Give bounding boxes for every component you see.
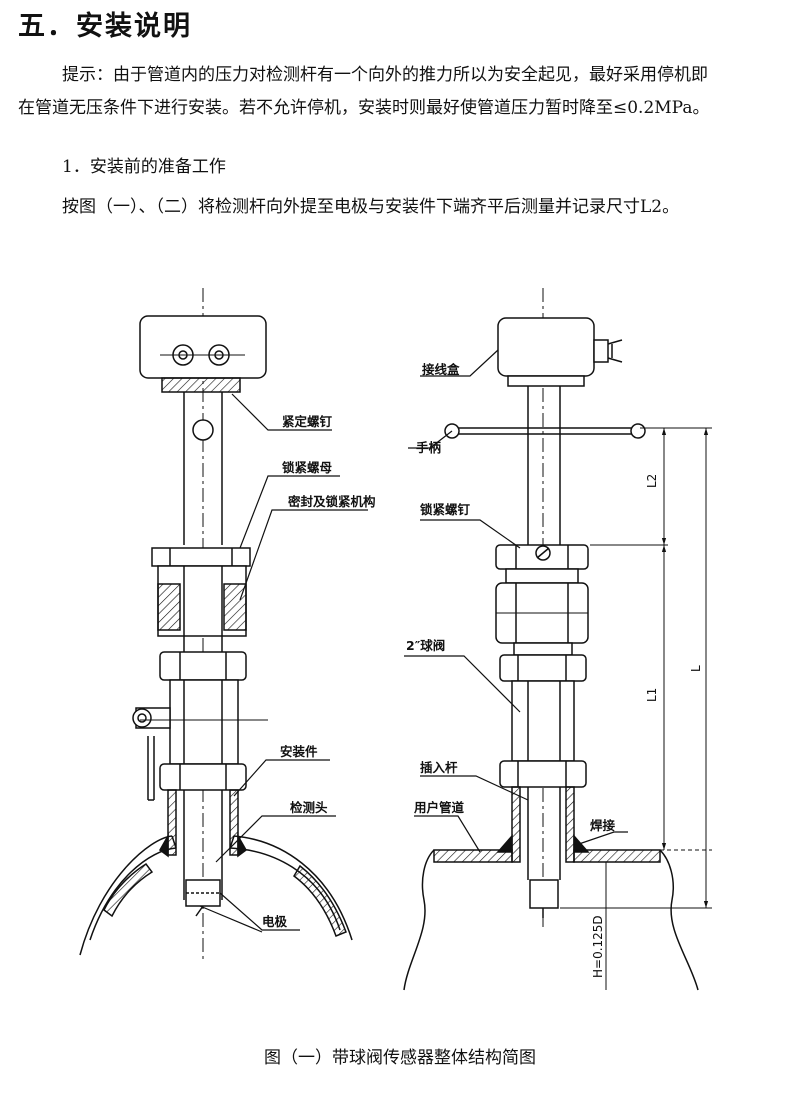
label-user-pipe: 用户管道: [413, 800, 465, 815]
section-heading: 五．安装说明: [18, 11, 192, 42]
label-lock-nut: 锁紧螺母: [282, 460, 333, 475]
left-mount-part: [167, 789, 177, 856]
label-insert-rod: 插入杆: [420, 760, 458, 775]
left-assembly: [79, 288, 353, 960]
label-mount-part: 安装件: [280, 744, 318, 759]
figure-caption: 图（一）带球阀传感器整体结构简图: [264, 1048, 536, 1068]
label-set-screw: 紧定螺钉: [282, 414, 333, 429]
left-set-screw-hole: [192, 419, 214, 441]
tip-line-2: 在管道无压条件下进行安装。若不允许停机，安装时则最好使管道压力暂时降至≤0.2M…: [18, 98, 710, 118]
left-head-box: [139, 315, 267, 379]
left-lock-nut: [151, 547, 251, 567]
subsection-text: 按图（一）、（二）将检测杆向外提至电极与安装件下端齐平后测量并记录尺寸L2。: [62, 197, 680, 217]
label-weld: 焊接: [590, 818, 616, 833]
label-sensing-head: 检测头: [290, 800, 328, 815]
dim-h: H=0.125D: [591, 915, 605, 978]
label-seal-lock: 密封及锁紧机构: [287, 494, 376, 509]
dim-l1: L1: [645, 688, 659, 702]
dim-l: L: [689, 665, 703, 672]
label-electrode: 电极: [262, 914, 288, 929]
sensor-structure-figure: 紧定螺钉 锁紧螺母 密封及锁紧机构 安装件 检测头 电极: [79, 288, 712, 991]
subsection-title: 1．安装前的准备工作: [62, 157, 226, 177]
label-junction-box: 接线盒: [422, 362, 460, 377]
label-handle: 手柄: [416, 440, 442, 455]
label-lock-screw: 锁紧螺钉: [420, 502, 471, 517]
right-assembly: [403, 288, 699, 991]
tip-line-1: 提示：由于管道内的压力对检测杆有一个向外的推力所以为安全起见，最好采用停机即: [62, 65, 708, 85]
dim-l2: L2: [645, 474, 659, 488]
right-junction-box: [497, 317, 595, 377]
right-user-pipe-wall: [433, 849, 513, 863]
label-ball-valve: 2″球阀: [406, 638, 445, 653]
right-ball-valve: [511, 680, 575, 762]
